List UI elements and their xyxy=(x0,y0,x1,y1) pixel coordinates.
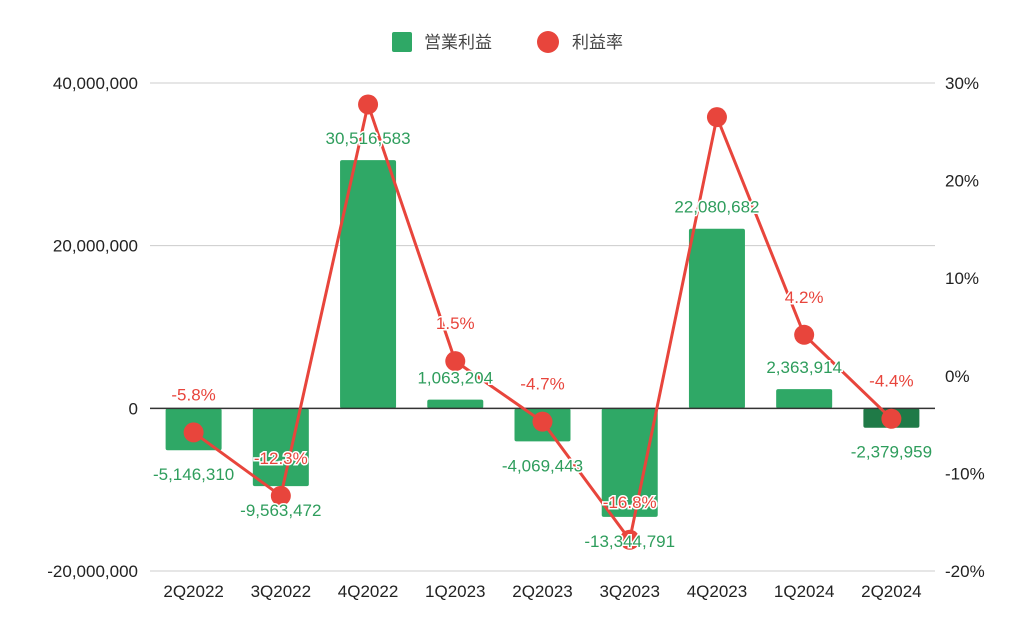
bar-1Q2024[interactable] xyxy=(776,389,833,409)
profit-rate-point-1Q2023[interactable] xyxy=(445,351,466,372)
profit-rate-label: -5.8% xyxy=(171,385,215,404)
right-axis-tick: 30% xyxy=(945,74,979,93)
category-label: 4Q2023 xyxy=(687,582,748,601)
bar-value-label: -2,379,959 xyxy=(851,443,932,462)
right-axis-tick: 20% xyxy=(945,172,979,191)
profit-rate-point-3Q2022[interactable] xyxy=(270,485,291,506)
profit-rate-point-2Q2022[interactable] xyxy=(183,422,204,443)
left-axis-tick: -20,000,000 xyxy=(47,562,138,581)
left-axis-tick: 20,000,000 xyxy=(53,237,138,256)
profit-rate-point-4Q2023[interactable] xyxy=(706,107,727,128)
category-label: 1Q2024 xyxy=(774,582,835,601)
bar-value-label: 2,363,914 xyxy=(766,358,842,377)
profit-rate-point-2Q2023[interactable] xyxy=(532,411,553,432)
legend-swatch-profit-rate xyxy=(537,31,559,53)
bar-value-label: -4,069,443 xyxy=(502,456,583,475)
bar-value-label: 1,063,204 xyxy=(417,369,493,388)
profit-rate-point-3Q2023[interactable] xyxy=(619,529,640,550)
left-axis-tick: 0 xyxy=(129,399,138,418)
bar-1Q2023[interactable] xyxy=(427,399,484,409)
right-axis-tick: -10% xyxy=(945,464,985,483)
left-axis-tick: 40,000,000 xyxy=(53,74,138,93)
bar-4Q2022[interactable] xyxy=(340,160,397,409)
bar-value-label: -9,563,472 xyxy=(240,501,321,520)
bar-3Q2023[interactable] xyxy=(601,408,658,517)
bar-3Q2022[interactable] xyxy=(252,408,309,487)
legend-label-profit-rate: 利益率 xyxy=(572,33,623,53)
profit-rate-label: 4.2% xyxy=(785,288,824,307)
legend-swatch-operating-profit xyxy=(392,32,412,52)
category-label: 3Q2023 xyxy=(599,582,660,601)
bar-value-label: -5,146,310 xyxy=(153,465,234,484)
category-label: 1Q2023 xyxy=(425,582,486,601)
right-axis-tick: -20% xyxy=(945,562,985,581)
profit-rate-label: -16.8% xyxy=(603,493,657,512)
category-label: 4Q2022 xyxy=(338,582,399,601)
bar-value-label: 22,080,682 xyxy=(674,198,759,217)
profit-rate-point-4Q2022[interactable] xyxy=(358,94,379,115)
right-axis-tick: 0% xyxy=(945,367,970,386)
profit-rate-label: -4.7% xyxy=(520,375,564,394)
legend: 営業利益 利益率 xyxy=(392,31,623,53)
bar-value-label: -13,344,791 xyxy=(584,532,675,551)
bar-4Q2023[interactable] xyxy=(688,228,745,409)
category-label: 2Q2023 xyxy=(512,582,573,601)
bar-value-label: 30,516,583 xyxy=(326,129,411,148)
category-label: 2Q2022 xyxy=(163,582,224,601)
right-axis-tick: 10% xyxy=(945,269,979,288)
category-label: 2Q2024 xyxy=(861,582,922,601)
profit-rate-point-2Q2024[interactable] xyxy=(881,408,902,429)
profit-rate-point-1Q2024[interactable] xyxy=(794,324,815,345)
category-label: 3Q2022 xyxy=(251,582,312,601)
profit-rate-label: 1.5% xyxy=(436,314,475,333)
profit-rate-label: -4.4% xyxy=(869,372,913,391)
profit-rate-label: -12.3% xyxy=(254,449,308,468)
legend-label-operating-profit: 営業利益 xyxy=(424,33,492,53)
